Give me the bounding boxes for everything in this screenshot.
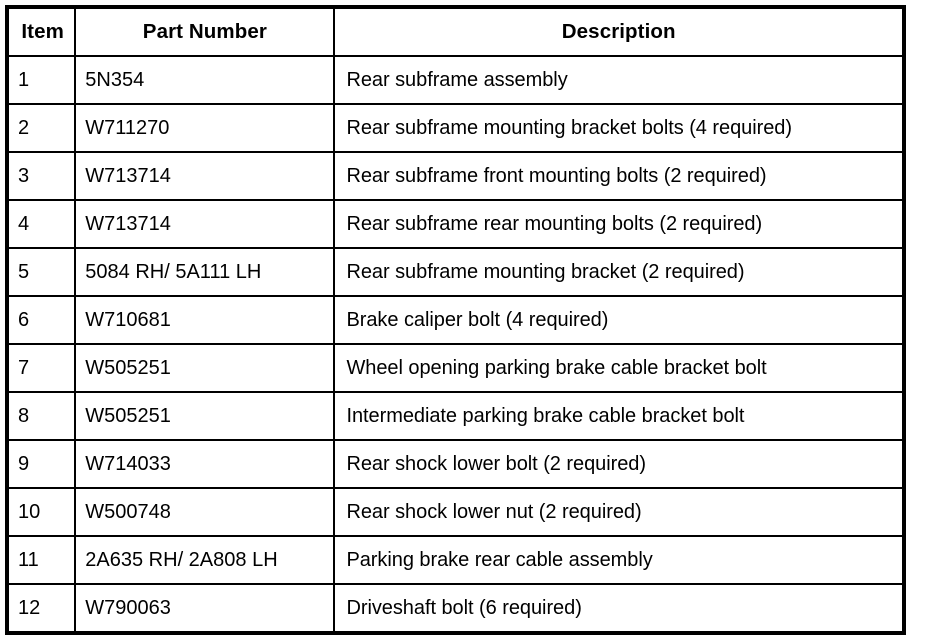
cell-item: 4	[5, 199, 77, 249]
cell-item: 7	[5, 343, 77, 393]
parts-table: Item Part Number Description 1 5N354 Rea…	[5, 5, 906, 635]
cell-part-number: W711270	[74, 103, 336, 153]
cell-part-number: W713714	[74, 199, 336, 249]
cell-description: Parking brake rear cable assembly	[333, 535, 905, 585]
cell-description: Driveshaft bolt (6 required)	[333, 583, 905, 634]
cell-item: 2	[5, 103, 77, 153]
cell-item: 10	[5, 487, 77, 537]
table-header: Item Part Number Description	[5, 6, 905, 57]
cell-part-number: 5N354	[74, 55, 336, 105]
cell-part-number: W505251	[74, 391, 336, 441]
table-row: 6 W710681 Brake caliper bolt (4 required…	[5, 295, 905, 345]
cell-part-number: 2A635 RH/ 2A808 LH	[74, 535, 336, 585]
cell-description: Brake caliper bolt (4 required)	[333, 295, 905, 345]
cell-description: Rear subframe mounting bracket bolts (4 …	[333, 103, 905, 153]
cell-item: 6	[5, 295, 77, 345]
cell-item: 9	[5, 439, 77, 489]
cell-part-number: W500748	[74, 487, 336, 537]
table-row: 10 W500748 Rear shock lower nut (2 requi…	[5, 487, 905, 537]
cell-description: Rear subframe assembly	[333, 55, 905, 105]
table-row: 2 W711270 Rear subframe mounting bracket…	[5, 103, 905, 153]
cell-item: 11	[5, 535, 77, 585]
cell-description: Rear subframe mounting bracket (2 requir…	[333, 247, 905, 297]
column-header-description: Description	[333, 6, 905, 57]
table-row: 12 W790063 Driveshaft bolt (6 required)	[5, 583, 905, 634]
cell-part-number: W710681	[74, 295, 336, 345]
cell-item: 1	[5, 55, 77, 105]
table-row: 4 W713714 Rear subframe rear mounting bo…	[5, 199, 905, 249]
table-row: 3 W713714 Rear subframe front mounting b…	[5, 151, 905, 201]
column-header-part-number: Part Number	[74, 6, 336, 57]
cell-description: Rear subframe rear mounting bolts (2 req…	[333, 199, 905, 249]
cell-item: 8	[5, 391, 77, 441]
table-row: 7 W505251 Wheel opening parking brake ca…	[5, 343, 905, 393]
cell-description: Intermediate parking brake cable bracket…	[333, 391, 905, 441]
table-row: 5 5084 RH/ 5A111 LH Rear subframe mounti…	[5, 247, 905, 297]
cell-part-number: W714033	[74, 439, 336, 489]
cell-part-number: 5084 RH/ 5A111 LH	[74, 247, 336, 297]
cell-item: 12	[5, 583, 77, 634]
table-row: 1 5N354 Rear subframe assembly	[5, 55, 905, 105]
table-header-row: Item Part Number Description	[5, 6, 905, 57]
table-row: 8 W505251 Intermediate parking brake cab…	[5, 391, 905, 441]
cell-part-number: W713714	[74, 151, 336, 201]
column-header-item: Item	[5, 6, 77, 57]
cell-item: 5	[5, 247, 77, 297]
cell-item: 3	[5, 151, 77, 201]
cell-part-number: W790063	[74, 583, 336, 634]
cell-description: Rear shock lower nut (2 required)	[333, 487, 905, 537]
cell-part-number: W505251	[74, 343, 336, 393]
table-row: 9 W714033 Rear shock lower bolt (2 requi…	[5, 439, 905, 489]
cell-description: Wheel opening parking brake cable bracke…	[333, 343, 905, 393]
table-body: 1 5N354 Rear subframe assembly 2 W711270…	[5, 55, 905, 634]
table-row: 11 2A635 RH/ 2A808 LH Parking brake rear…	[5, 535, 905, 585]
cell-description: Rear shock lower bolt (2 required)	[333, 439, 905, 489]
cell-description: Rear subframe front mounting bolts (2 re…	[333, 151, 905, 201]
